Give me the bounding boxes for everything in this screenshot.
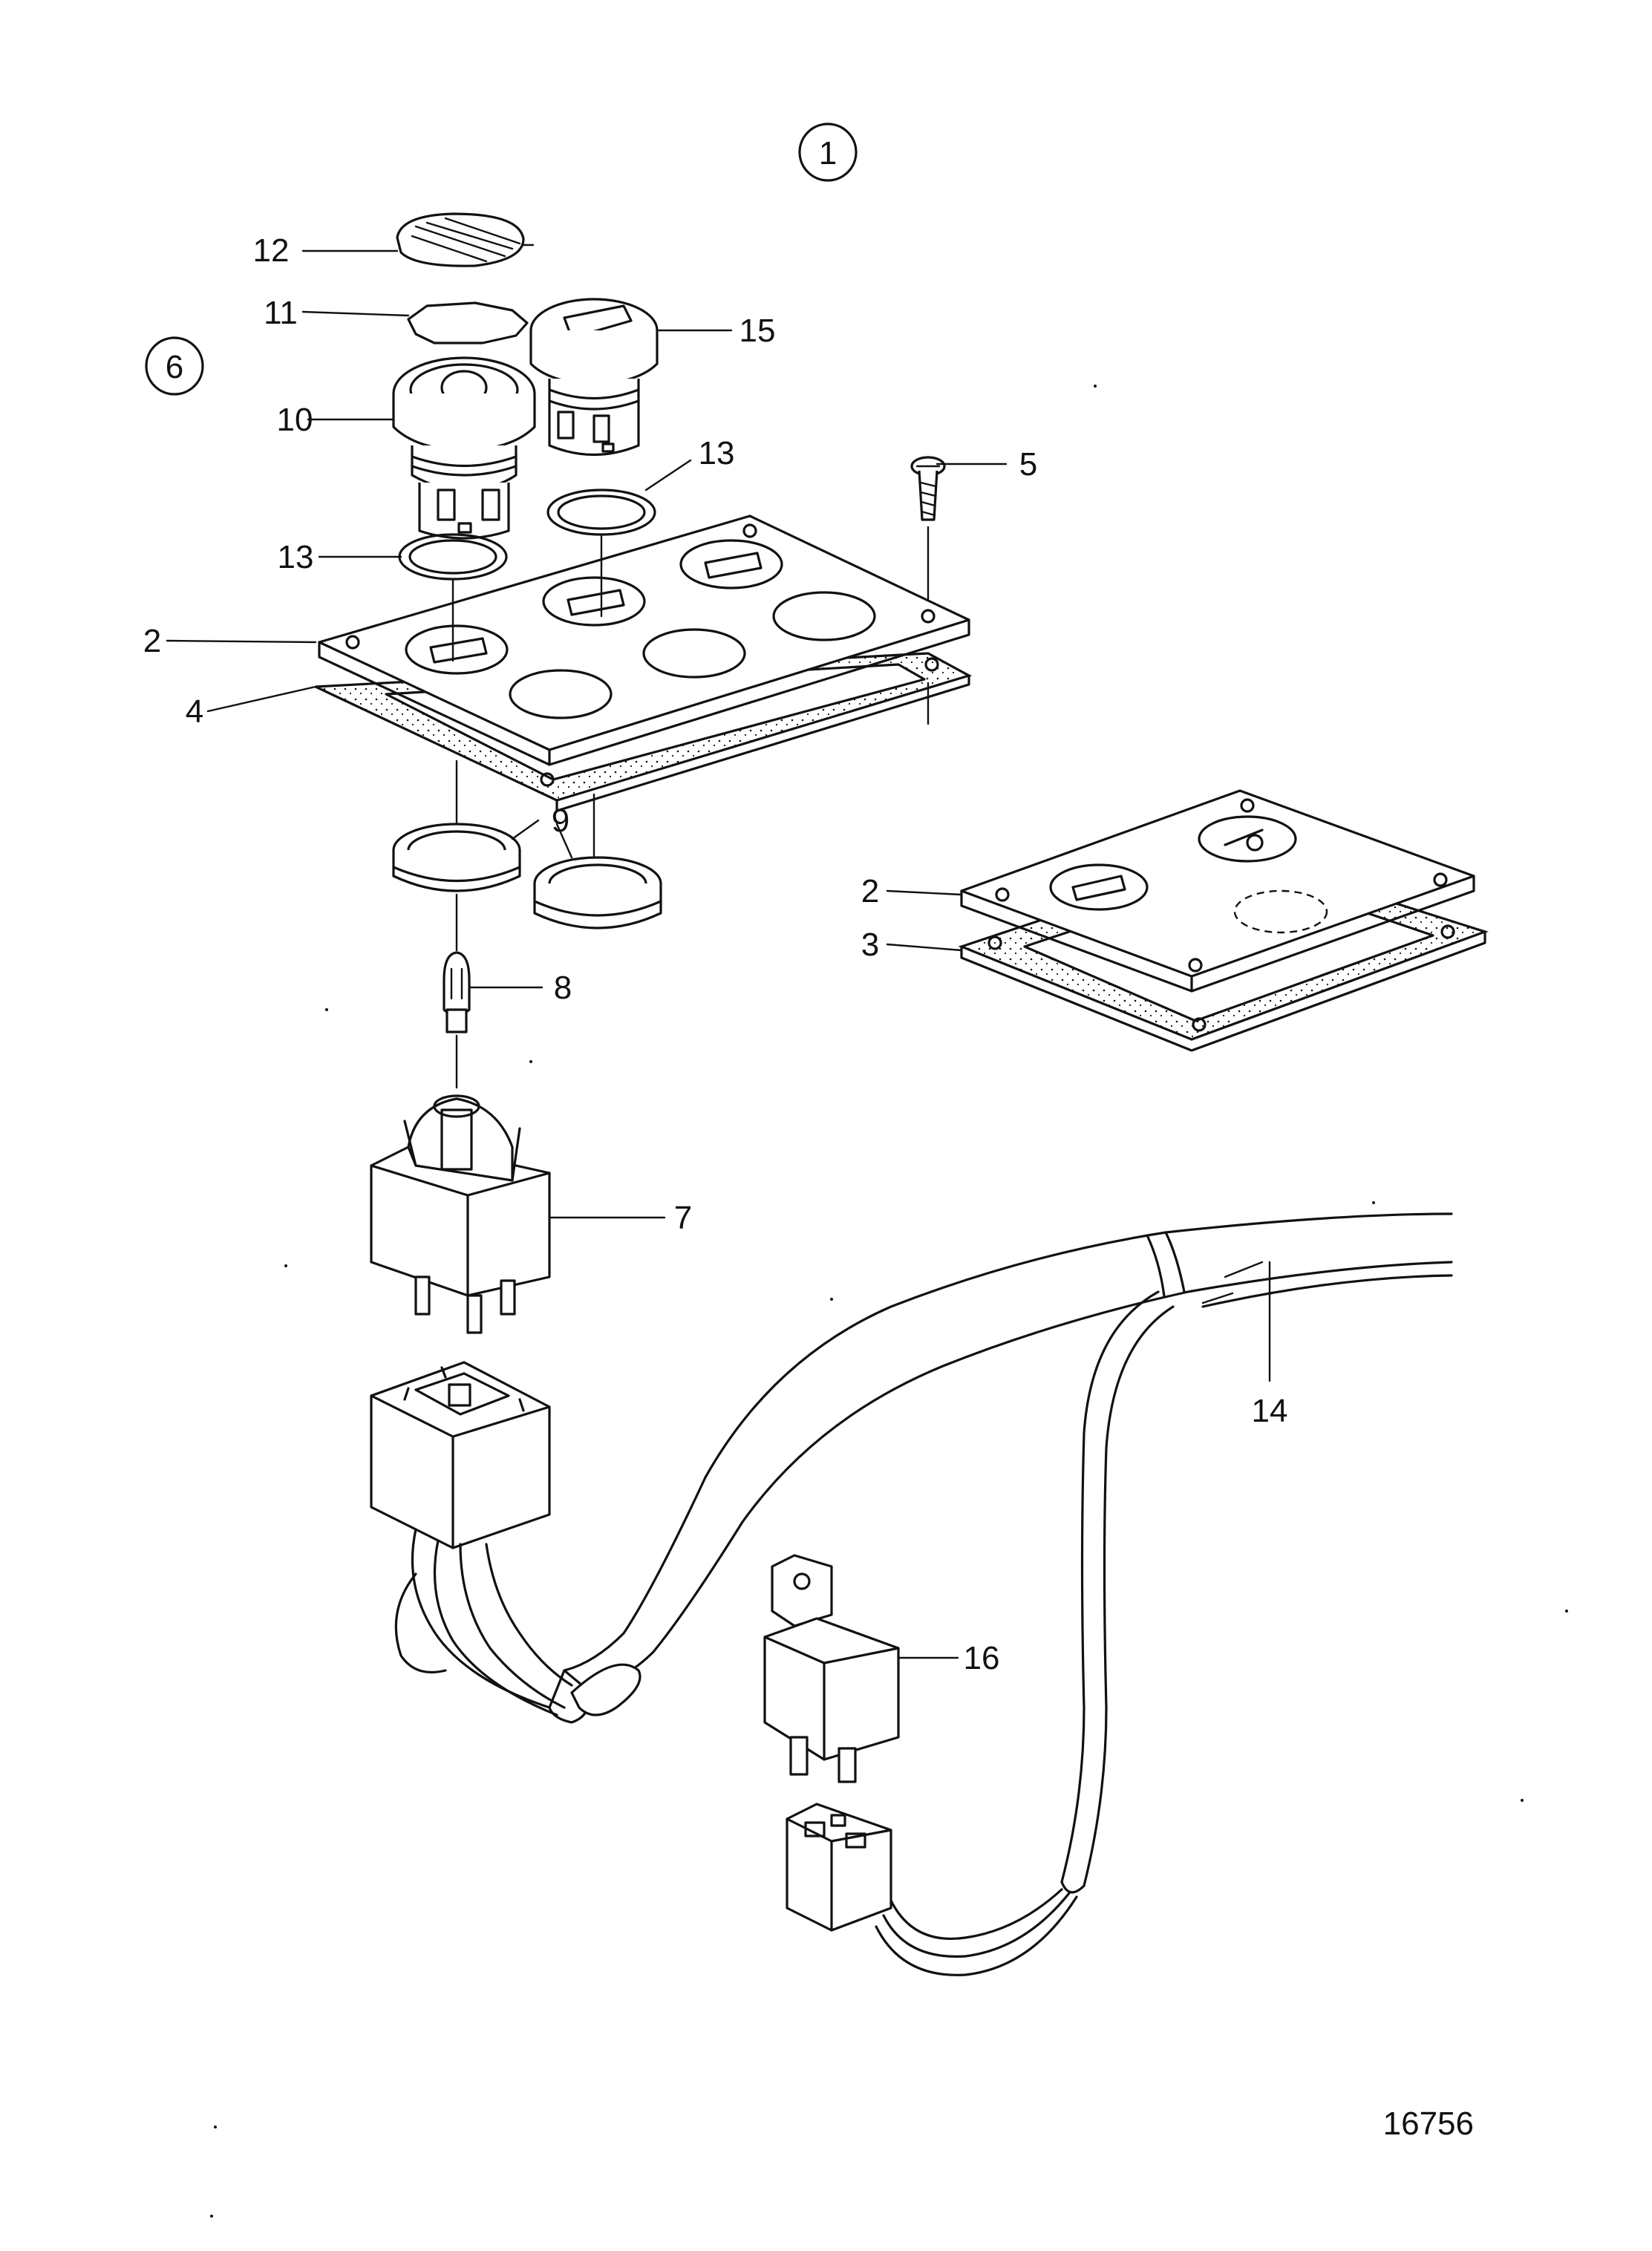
part-14-cable-harness <box>394 1212 1453 1976</box>
label-2-left: 2 <box>143 623 161 659</box>
label-15: 15 <box>740 313 776 349</box>
label-5: 5 <box>1019 446 1037 483</box>
label-11: 11 <box>264 295 298 331</box>
part-9-nut-right <box>533 856 662 930</box>
label-13-left: 13 <box>278 539 314 575</box>
part-10-lamp-housing <box>392 356 536 540</box>
label-10: 10 <box>277 402 313 438</box>
leader-lines <box>166 249 1008 1659</box>
part-13-ring-left <box>398 533 508 581</box>
label-12: 12 <box>253 232 290 269</box>
label-9: 9 <box>552 803 569 839</box>
label-2-right: 2 <box>861 873 879 909</box>
label-7: 7 <box>674 1200 692 1236</box>
part-9-nut-left <box>392 823 521 892</box>
scan-specks <box>210 385 1568 2218</box>
part-2-panel-plate <box>318 514 970 881</box>
part-16-relay <box>763 1554 900 1783</box>
part-11-seal <box>407 301 529 344</box>
part-13-ring-right <box>546 489 656 536</box>
callout-1-label: 1 <box>819 135 837 171</box>
part-5-screw <box>910 456 946 610</box>
part-8-bulb <box>443 951 471 1089</box>
label-3: 3 <box>861 927 879 963</box>
right-panel-plate-2 <box>960 789 1475 993</box>
callout-circle-1: 1 <box>798 122 858 182</box>
label-4: 4 <box>186 693 203 730</box>
label-14: 14 <box>1252 1393 1288 1429</box>
callout-circle-6: 6 <box>145 336 204 396</box>
label-8: 8 <box>554 970 572 1006</box>
part-7-lamp-holder <box>370 1094 551 1334</box>
relay-16-connector <box>786 1803 892 1932</box>
label-16: 16 <box>964 1640 1000 1676</box>
part-12-lens-cap <box>396 212 535 267</box>
label-13-right: 13 <box>699 435 735 471</box>
relay-socket <box>370 1361 551 1549</box>
part-15-switch <box>529 298 659 457</box>
figure-number: 16756 <box>1383 2105 1474 2142</box>
callout-6-label: 6 <box>166 349 183 385</box>
